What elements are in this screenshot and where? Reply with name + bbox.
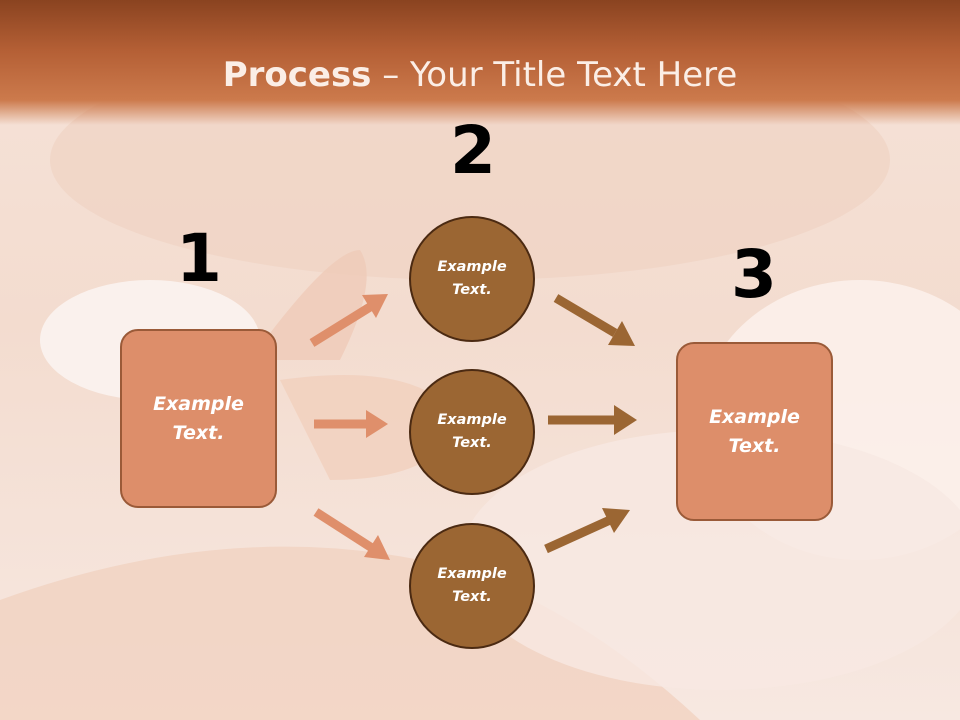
middle-circle-center: Example Text. <box>409 369 535 495</box>
slide-title: Process – Your Title Text Here <box>0 54 960 96</box>
arrow-middle-to-right <box>548 405 637 435</box>
left-step-box: Example Text. <box>120 329 277 508</box>
arrow-left-to-bottom <box>313 508 390 560</box>
middle-circle-bottom: Example Text. <box>409 523 535 649</box>
right-step-box: Example Text. <box>676 342 833 521</box>
title-bold: Process <box>222 55 372 95</box>
title-bar <box>0 0 960 125</box>
circle-center-label: Example Text. <box>437 412 507 451</box>
arrow-left-to-top <box>309 294 388 347</box>
middle-circle-top: Example Text. <box>409 216 535 342</box>
circle-top-label: Example Text. <box>437 259 507 298</box>
arrow-left-to-middle <box>314 410 388 438</box>
title-rest: – Your Title Text Here <box>371 55 738 95</box>
arrow-bottom-to-right <box>544 508 630 554</box>
right-step-label: Example Text. <box>709 405 800 457</box>
step-number-2: 2 <box>450 112 496 189</box>
step-number-1: 1 <box>176 220 222 297</box>
arrow-top-to-right <box>553 294 635 346</box>
left-step-label: Example Text. <box>153 392 244 444</box>
step-number-3: 3 <box>731 236 777 313</box>
circle-bottom-label: Example Text. <box>437 566 507 605</box>
